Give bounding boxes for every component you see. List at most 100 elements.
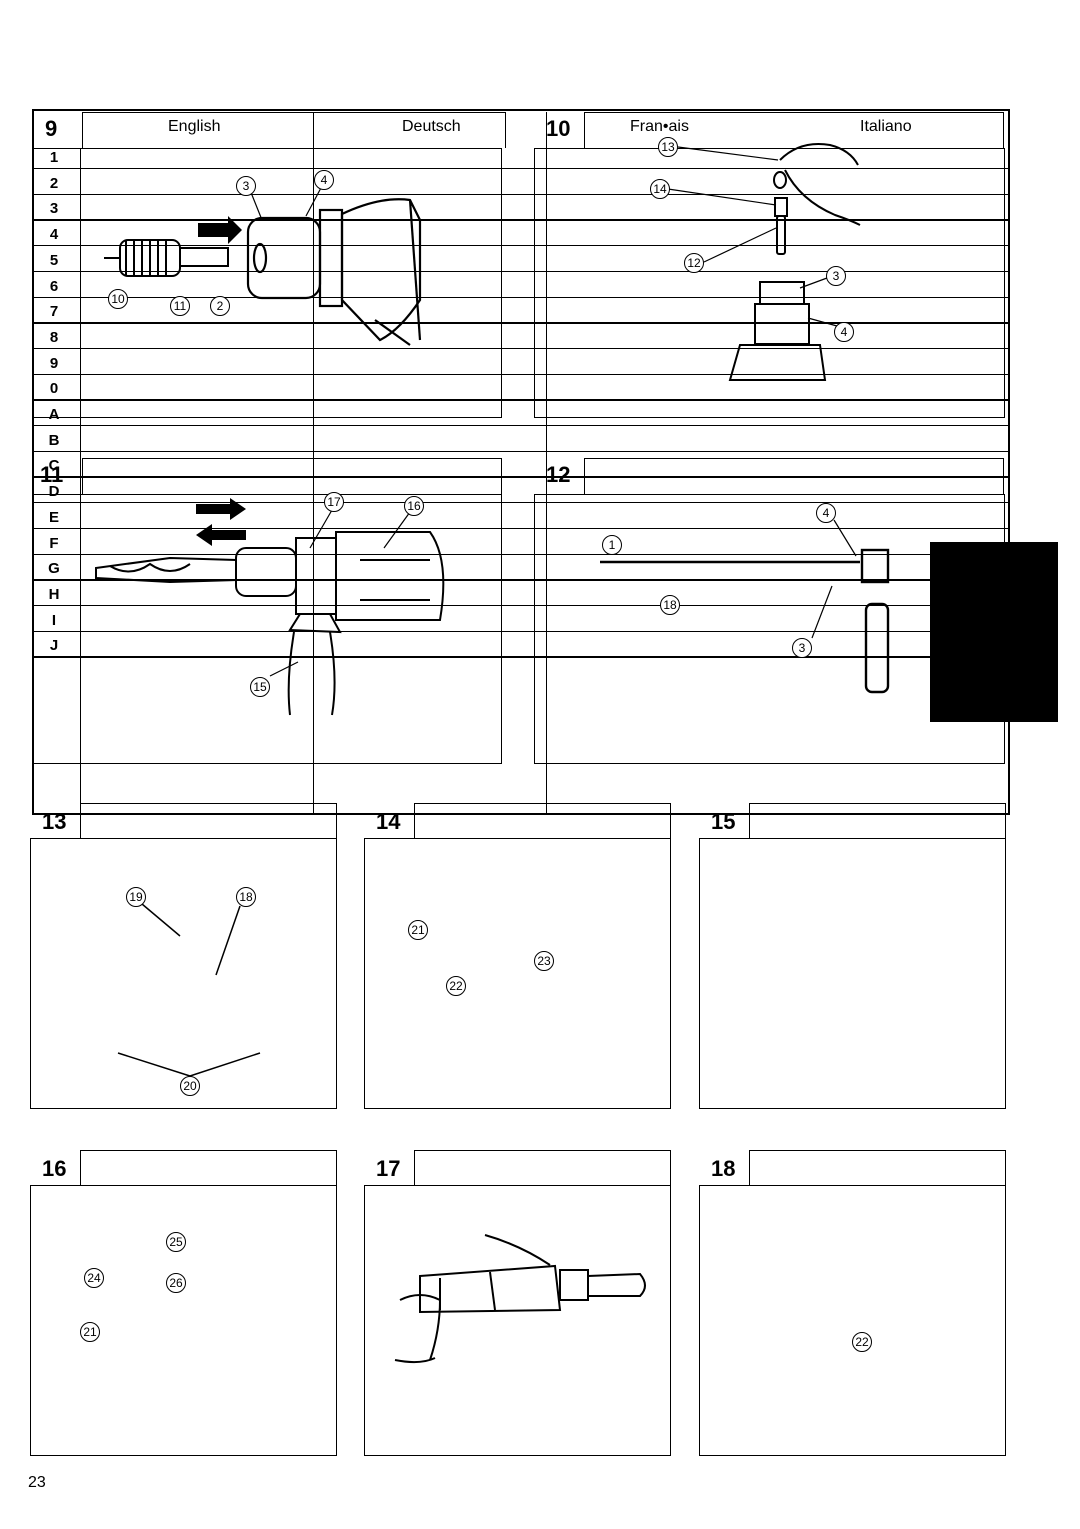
- chuck-illustration: [104, 239, 229, 277]
- row-label: 5: [49, 251, 59, 269]
- figure-11-box: [32, 494, 502, 764]
- table-row-line: [32, 296, 1008, 298]
- callout-marker: 3: [826, 266, 846, 286]
- figure-number: 17: [376, 1156, 401, 1181]
- figure-18-tab: [749, 1150, 1006, 1185]
- row-label: 4: [49, 226, 59, 244]
- row-label: 3: [49, 200, 59, 218]
- figure-number: 9: [45, 116, 58, 141]
- figure-number: 10: [546, 116, 571, 141]
- figure-number: 12: [546, 462, 571, 487]
- callout-marker: 1: [602, 535, 622, 555]
- callout-marker: 4: [816, 503, 836, 523]
- table-frame: [32, 109, 1010, 815]
- callout-marker: 23: [534, 951, 554, 971]
- figure-number: 18: [711, 1156, 736, 1181]
- figure-10-box: [534, 148, 1005, 418]
- row-label: 0: [49, 380, 59, 398]
- table-row-line: [32, 604, 1008, 607]
- callout-marker: 4: [314, 170, 334, 190]
- table-row-line: [32, 245, 1008, 247]
- callout-marker: 20: [180, 1076, 200, 1096]
- table-row-line: [32, 322, 1008, 324]
- figure-17-box: [364, 1185, 671, 1456]
- callout-marker: 22: [852, 1332, 872, 1352]
- page-number: 23: [28, 1474, 46, 1491]
- column-divider-label: [80, 148, 82, 814]
- table-row-line: [32, 425, 1008, 427]
- table-row-line: [32, 168, 1008, 170]
- callout-marker: 16: [404, 496, 424, 516]
- row-label: F: [49, 534, 59, 552]
- row-label: D: [48, 483, 60, 501]
- table-row-line: [32, 502, 1008, 504]
- figure-number: 11: [40, 462, 64, 487]
- table-row-line: [32, 450, 1008, 453]
- arrow-right: [196, 498, 246, 520]
- row-label: 2: [49, 174, 59, 192]
- row-label: G: [48, 560, 60, 578]
- table-row-line: [32, 527, 1008, 530]
- callout-marker: 3: [236, 176, 256, 196]
- row-label: 1: [49, 149, 59, 166]
- figure-11-tab: [82, 458, 502, 494]
- figure-15-tab: [749, 803, 1006, 838]
- callout-marker: 14: [650, 179, 670, 199]
- callout-marker: 2: [210, 296, 230, 316]
- callout-marker: 10: [108, 289, 128, 309]
- row-label: 8: [49, 328, 59, 346]
- language-tab-block: [930, 542, 1058, 722]
- figure-9-tab: [82, 112, 506, 148]
- callout-marker: 21: [80, 1322, 100, 1342]
- table-row-line: [32, 656, 1008, 658]
- table-row-line: [32, 347, 1008, 350]
- header-deutsch: Deutsch: [402, 118, 461, 135]
- row-label: 9: [49, 354, 59, 372]
- row-label: I: [51, 611, 57, 629]
- figure-13-leaders: [117, 903, 261, 1077]
- callout-marker: 11: [170, 296, 190, 316]
- header-italiano: Italiano: [860, 118, 912, 135]
- row-label: B: [48, 431, 60, 449]
- callout-marker: 18: [660, 595, 680, 615]
- hammer-drill-illustration: [95, 531, 445, 716]
- figure-number: 16: [42, 1156, 67, 1181]
- figure-number: 15: [711, 809, 736, 834]
- table-row-line: [32, 630, 1008, 632]
- row-label: C: [48, 457, 60, 475]
- figure-9-leaders: [249, 185, 323, 221]
- callout-marker: 4: [834, 322, 854, 342]
- figure-13-tab: [80, 803, 337, 838]
- figure-9-box: [32, 148, 502, 418]
- row-label: H: [48, 585, 60, 603]
- figure-16-tab: [80, 1150, 337, 1185]
- callout-marker: 13: [658, 137, 678, 157]
- figure-12-tab: [584, 458, 1004, 494]
- callout-marker: 15: [250, 677, 270, 697]
- table-row-line: [32, 476, 1008, 478]
- callout-marker: 24: [84, 1268, 104, 1288]
- figure-number: 14: [376, 809, 401, 834]
- table-row-line: [32, 579, 1008, 581]
- row-label: E: [48, 508, 59, 526]
- callout-marker: 12: [684, 253, 704, 273]
- arrow-right: [198, 216, 242, 244]
- figure-18-box: [699, 1185, 1006, 1456]
- table-row-line: [32, 373, 1008, 375]
- figure-10-tab: [584, 112, 1004, 148]
- table-row-line: [32, 399, 1008, 401]
- callout-marker: 3: [792, 638, 812, 658]
- header-francais: Fran•ais: [630, 118, 689, 135]
- row-label: J: [49, 637, 59, 655]
- drill-front-illustration: [246, 198, 422, 346]
- callout-marker: 25: [166, 1232, 186, 1252]
- callout-marker: 18: [236, 887, 256, 907]
- table-row-line: [32, 553, 1008, 555]
- figure-10-leaders: [667, 146, 838, 327]
- figure-14-box: [364, 838, 671, 1109]
- callout-marker: 17: [324, 492, 344, 512]
- drill-with-hands-illustration: [394, 1234, 646, 1364]
- callout-marker: 26: [166, 1273, 186, 1293]
- row-label: 7: [49, 303, 59, 321]
